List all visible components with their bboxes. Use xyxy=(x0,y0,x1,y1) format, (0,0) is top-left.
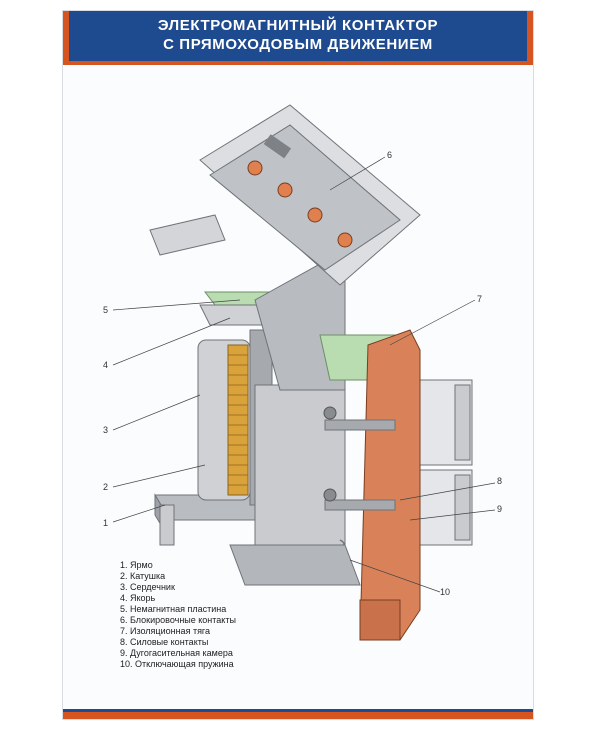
interlock-contacts-block xyxy=(199,104,421,286)
page-title: ЭЛЕКТРОМАГНИТНЫЙ КОНТАКТОР С ПРЯМОХОДОВЫ… xyxy=(63,16,533,54)
title-line-1: ЭЛЕКТРОМАГНИТНЫЙ КОНТАКТОР xyxy=(157,17,439,34)
callout-4: 4 xyxy=(103,360,109,370)
legend-item-7: 7. Изоляционная тяга xyxy=(120,626,211,636)
coil xyxy=(197,339,251,501)
leader-lines xyxy=(112,156,496,593)
insulating-rod xyxy=(359,329,421,641)
legend-item-6: 6. Блокировочные контакты xyxy=(120,615,236,625)
banner-stripe-right xyxy=(527,11,533,61)
legend-item-5: 5. Немагнитная пластина xyxy=(120,604,227,614)
legend-item-2: 2. Катушка xyxy=(120,571,166,581)
base-plate xyxy=(229,544,361,586)
callout-2: 2 xyxy=(103,482,109,492)
yoke xyxy=(154,493,271,546)
callout-6: 6 xyxy=(387,150,393,160)
callout-7: 7 xyxy=(477,294,483,304)
legend-item-8: 8. Силовые контакты xyxy=(120,637,209,647)
legend-item-10: 10. Отключающая пружина xyxy=(120,659,234,669)
banner-stripe-left xyxy=(63,11,69,61)
callout-1: 1 xyxy=(103,518,109,528)
bottom-bar xyxy=(63,709,533,719)
legend-item-9: 9. Дугогасительная камера xyxy=(120,648,233,658)
legend-item-3: 3. Сердечник xyxy=(120,582,175,592)
callout-9: 9 xyxy=(497,504,503,514)
callout-10: 10 xyxy=(440,587,451,597)
legend: 1. Ярмо 2. Катушка 3. Сердечник 4. Якорь… xyxy=(120,560,236,670)
top-bracket xyxy=(149,214,226,256)
callout-3: 3 xyxy=(103,425,109,435)
frame-upper xyxy=(254,249,346,391)
callout-8: 8 xyxy=(497,476,503,486)
legend-item-1: 1. Ярмо xyxy=(120,560,153,570)
legend-item-4: 4. Якорь xyxy=(120,593,156,603)
coil-windings xyxy=(228,354,248,486)
power-contacts xyxy=(323,406,396,511)
title-banner: ЭЛЕКТРОМАГНИТНЫЙ КОНТАКТОР С ПРЯМОХОДОВЫ… xyxy=(63,11,533,65)
bottom-bar-blue-line xyxy=(63,709,533,712)
callout-5: 5 xyxy=(103,305,109,315)
title-line-2: С ПРЯМОХОДОВЫМ ДВИЖЕНИЕМ xyxy=(163,36,433,53)
